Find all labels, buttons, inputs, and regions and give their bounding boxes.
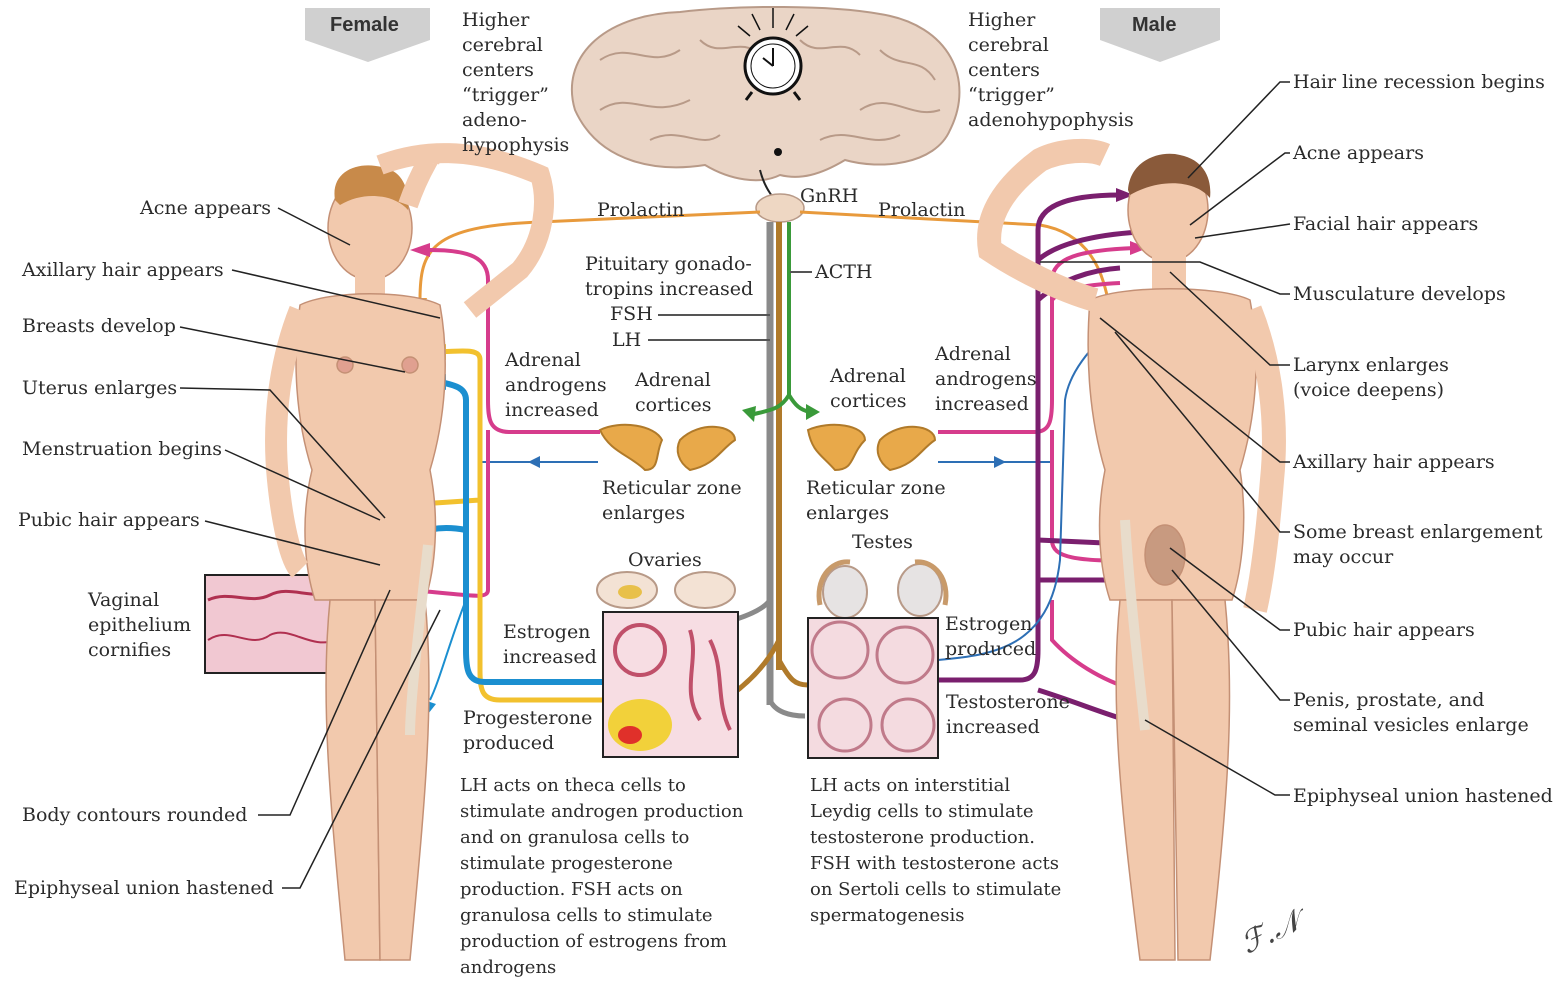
testosterone-label: Testosterone increased bbox=[946, 690, 1070, 740]
female-label-vaginal-epithelium: Vaginal epithelium cornifies bbox=[88, 588, 191, 663]
female-label-acne: Acne appears bbox=[140, 196, 271, 221]
female-label-pubic-hair: Pubic hair appears bbox=[18, 508, 200, 533]
adrenal-gland-female-2 bbox=[678, 427, 735, 470]
ovaries-label: Ovaries bbox=[628, 548, 702, 573]
female-title: Female bbox=[330, 14, 399, 37]
male-adrenal-cortices-label: Adrenal cortices bbox=[830, 364, 907, 414]
pituitary-label: Pituitary gonado- tropins increased bbox=[585, 252, 753, 302]
pituitary-gland bbox=[756, 194, 804, 222]
adrenal-gland-female-1 bbox=[600, 425, 662, 470]
male-label-breast-enlargement: Some breast enlargement may occur bbox=[1293, 520, 1543, 570]
ovaries-illustration bbox=[597, 572, 735, 608]
female-label-breasts: Breasts develop bbox=[22, 314, 176, 339]
female-label-body-contours: Body contours rounded bbox=[22, 803, 247, 828]
male-reticular-zone-label: Reticular zone enlarges bbox=[806, 476, 946, 526]
male-label-facial-hair: Facial hair appears bbox=[1293, 212, 1478, 237]
lh-to-testis bbox=[779, 660, 808, 685]
female-reticular-zone-label: Reticular zone enlarges bbox=[602, 476, 742, 526]
testes-illustration bbox=[819, 562, 946, 618]
testes-label: Testes bbox=[852, 530, 913, 555]
male-adrenal-androgens-label: Adrenal androgens increased bbox=[935, 342, 1037, 417]
estrogen-increased-label: Estrogen increased bbox=[503, 620, 597, 670]
male-description: LH acts on interstitial Leydig cells to … bbox=[810, 773, 1061, 929]
brain-illustration bbox=[572, 7, 960, 205]
female-adrenal-cortices-label: Adrenal cortices bbox=[635, 368, 712, 418]
testis-histology-inset bbox=[808, 618, 938, 758]
fsh-label: FSH bbox=[610, 302, 653, 327]
male-label-penis-prostate: Penis, prostate, and seminal vesicles en… bbox=[1293, 688, 1529, 738]
male-label-larynx: Larynx enlarges (voice deepens) bbox=[1293, 353, 1449, 403]
female-adrenal-androgens-label: Adrenal androgens increased bbox=[505, 348, 607, 423]
female-label-axillary-hair: Axillary hair appears bbox=[22, 258, 224, 283]
male-label-epiphyseal: Epiphyseal union hastened bbox=[1293, 784, 1553, 809]
acth-label: ACTH bbox=[815, 260, 873, 285]
adrenal-gland-male-1 bbox=[808, 425, 865, 470]
male-label-hairline: Hair line recession begins bbox=[1293, 70, 1545, 95]
male-label-acne: Acne appears bbox=[1293, 141, 1424, 166]
lh-label: LH bbox=[612, 328, 641, 353]
gnrh-label: GnRH bbox=[800, 184, 858, 209]
female-description: LH acts on theca cells to stimulate andr… bbox=[460, 773, 743, 981]
prolactin-label-male: Prolactin bbox=[878, 198, 965, 223]
male-label-pubic-hair: Pubic hair appears bbox=[1293, 618, 1475, 643]
prolactin-label-female: Prolactin bbox=[597, 198, 684, 223]
male-label-axillary-hair: Axillary hair appears bbox=[1293, 450, 1495, 475]
right-trigger-text: Higher cerebral centers “trigger” adenoh… bbox=[968, 8, 1134, 133]
male-label-musculature: Musculature develops bbox=[1293, 282, 1506, 307]
female-label-epiphyseal: Epiphyseal union hastened bbox=[14, 876, 274, 901]
adrenal-gland-male-2 bbox=[878, 427, 935, 470]
female-label-uterus: Uterus enlarges bbox=[22, 376, 177, 401]
estrogen-produced-label: Estrogen produced bbox=[945, 612, 1036, 662]
progesterone-label: Progesterone produced bbox=[463, 706, 592, 756]
fsh-to-testis bbox=[770, 700, 805, 716]
left-trigger-text: Higher cerebral centers “trigger” adeno-… bbox=[462, 8, 569, 158]
female-label-menstruation: Menstruation begins bbox=[22, 437, 222, 462]
male-title: Male bbox=[1132, 14, 1176, 37]
